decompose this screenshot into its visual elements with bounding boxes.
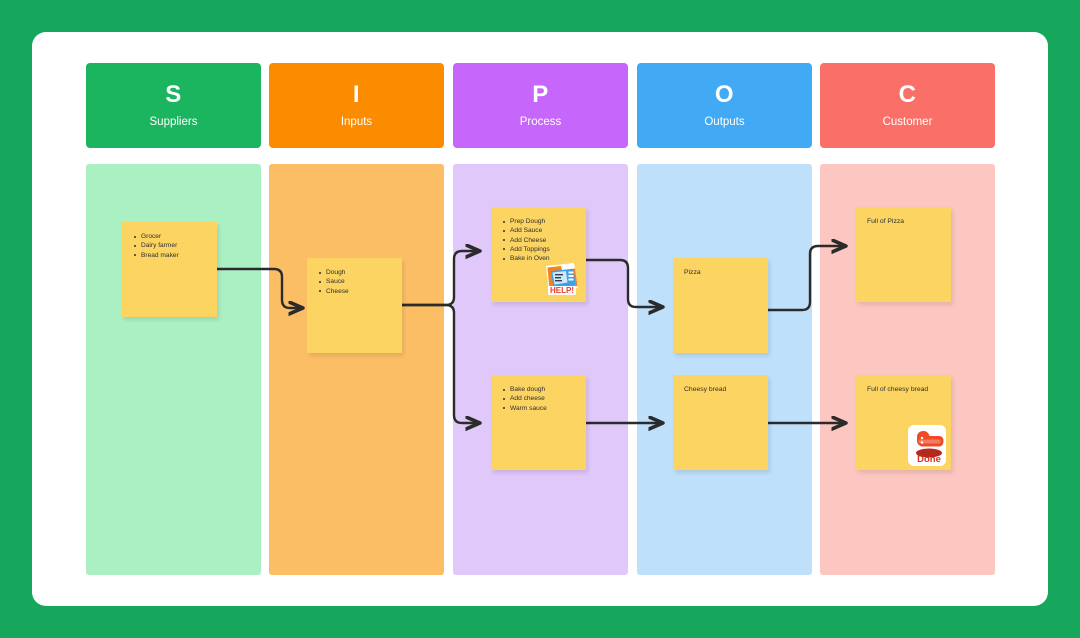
list-item: Sauce	[318, 277, 393, 286]
list-item: Prep Dough	[502, 217, 577, 226]
list-item: Warm sauce	[502, 404, 577, 413]
sticky-note-inputs[interactable]: Dough Sauce Cheese	[307, 258, 402, 353]
list-item: Add Sauce	[502, 226, 577, 235]
note-text: Cheesy bread	[684, 386, 727, 393]
list-item: Bake in Oven	[502, 254, 577, 263]
list-item: Add cheese	[502, 394, 577, 403]
column-header-outputs[interactable]: O Outputs	[637, 63, 812, 148]
list-item: Dough	[318, 268, 393, 277]
column-label: Process	[519, 116, 562, 128]
column-label: Suppliers	[149, 116, 198, 128]
list-item: Bread maker	[133, 251, 208, 260]
done-sticker-label: Done	[917, 454, 941, 465]
note-text: Full of cheesy bread	[867, 386, 929, 393]
column-letter: I	[352, 81, 361, 108]
list-item: Add Cheese	[502, 236, 577, 245]
list-item: Bake dough	[502, 385, 577, 394]
list-item: Dairy farmer	[133, 241, 208, 250]
sticky-note-process-top[interactable]: Prep Dough Add Sauce Add Cheese Add Topp…	[491, 207, 586, 302]
list-item: Cheese	[318, 287, 393, 296]
sticky-note-outputs-bottom[interactable]: Cheesy bread	[673, 375, 768, 470]
help-sticker[interactable]: HELP!	[537, 260, 583, 300]
sipoc-diagram: S Suppliers I Inputs P Process O Outputs…	[32, 32, 1048, 606]
column-header-inputs[interactable]: I Inputs	[269, 63, 444, 148]
column-letter: C	[898, 81, 917, 108]
column-letter: S	[165, 81, 182, 108]
column-letter: O	[714, 81, 735, 108]
note-list: Bake dough Add cheese Warm sauce	[502, 385, 577, 413]
list-item: Grocer	[133, 232, 208, 241]
column-band-inputs	[269, 164, 444, 575]
column-band-outputs	[637, 164, 812, 575]
column-header-suppliers[interactable]: S Suppliers	[86, 63, 261, 148]
help-sticker-label: HELP!	[550, 286, 574, 295]
column-header-customer[interactable]: C Customer	[820, 63, 995, 148]
note-list: Prep Dough Add Sauce Add Cheese Add Topp…	[502, 217, 577, 263]
column-label: Customer	[882, 116, 933, 128]
column-label: Outputs	[704, 116, 745, 128]
list-item: Add Toppings	[502, 245, 577, 254]
whiteboard-canvas[interactable]: S Suppliers I Inputs P Process O Outputs…	[32, 32, 1048, 606]
done-sticker[interactable]: Done	[904, 421, 950, 469]
column-header-process[interactable]: P Process	[453, 63, 628, 148]
column-letter: P	[532, 81, 549, 108]
note-list: Grocer Dairy farmer Bread maker	[133, 232, 208, 260]
sticky-note-customer-bottom[interactable]: Full of cheesy bread Done	[856, 375, 951, 470]
sticky-note-outputs-top[interactable]: Pizza	[673, 258, 768, 353]
sticky-note-process-bottom[interactable]: Bake dough Add cheese Warm sauce	[491, 375, 586, 470]
note-list: Dough Sauce Cheese	[318, 268, 393, 296]
note-text: Full of Pizza	[867, 218, 905, 225]
column-label: Inputs	[340, 116, 373, 128]
sticky-note-customer-top[interactable]: Full of Pizza	[856, 207, 951, 302]
note-text: Pizza	[684, 269, 701, 276]
sticky-note-suppliers[interactable]: Grocer Dairy farmer Bread maker	[122, 222, 217, 317]
